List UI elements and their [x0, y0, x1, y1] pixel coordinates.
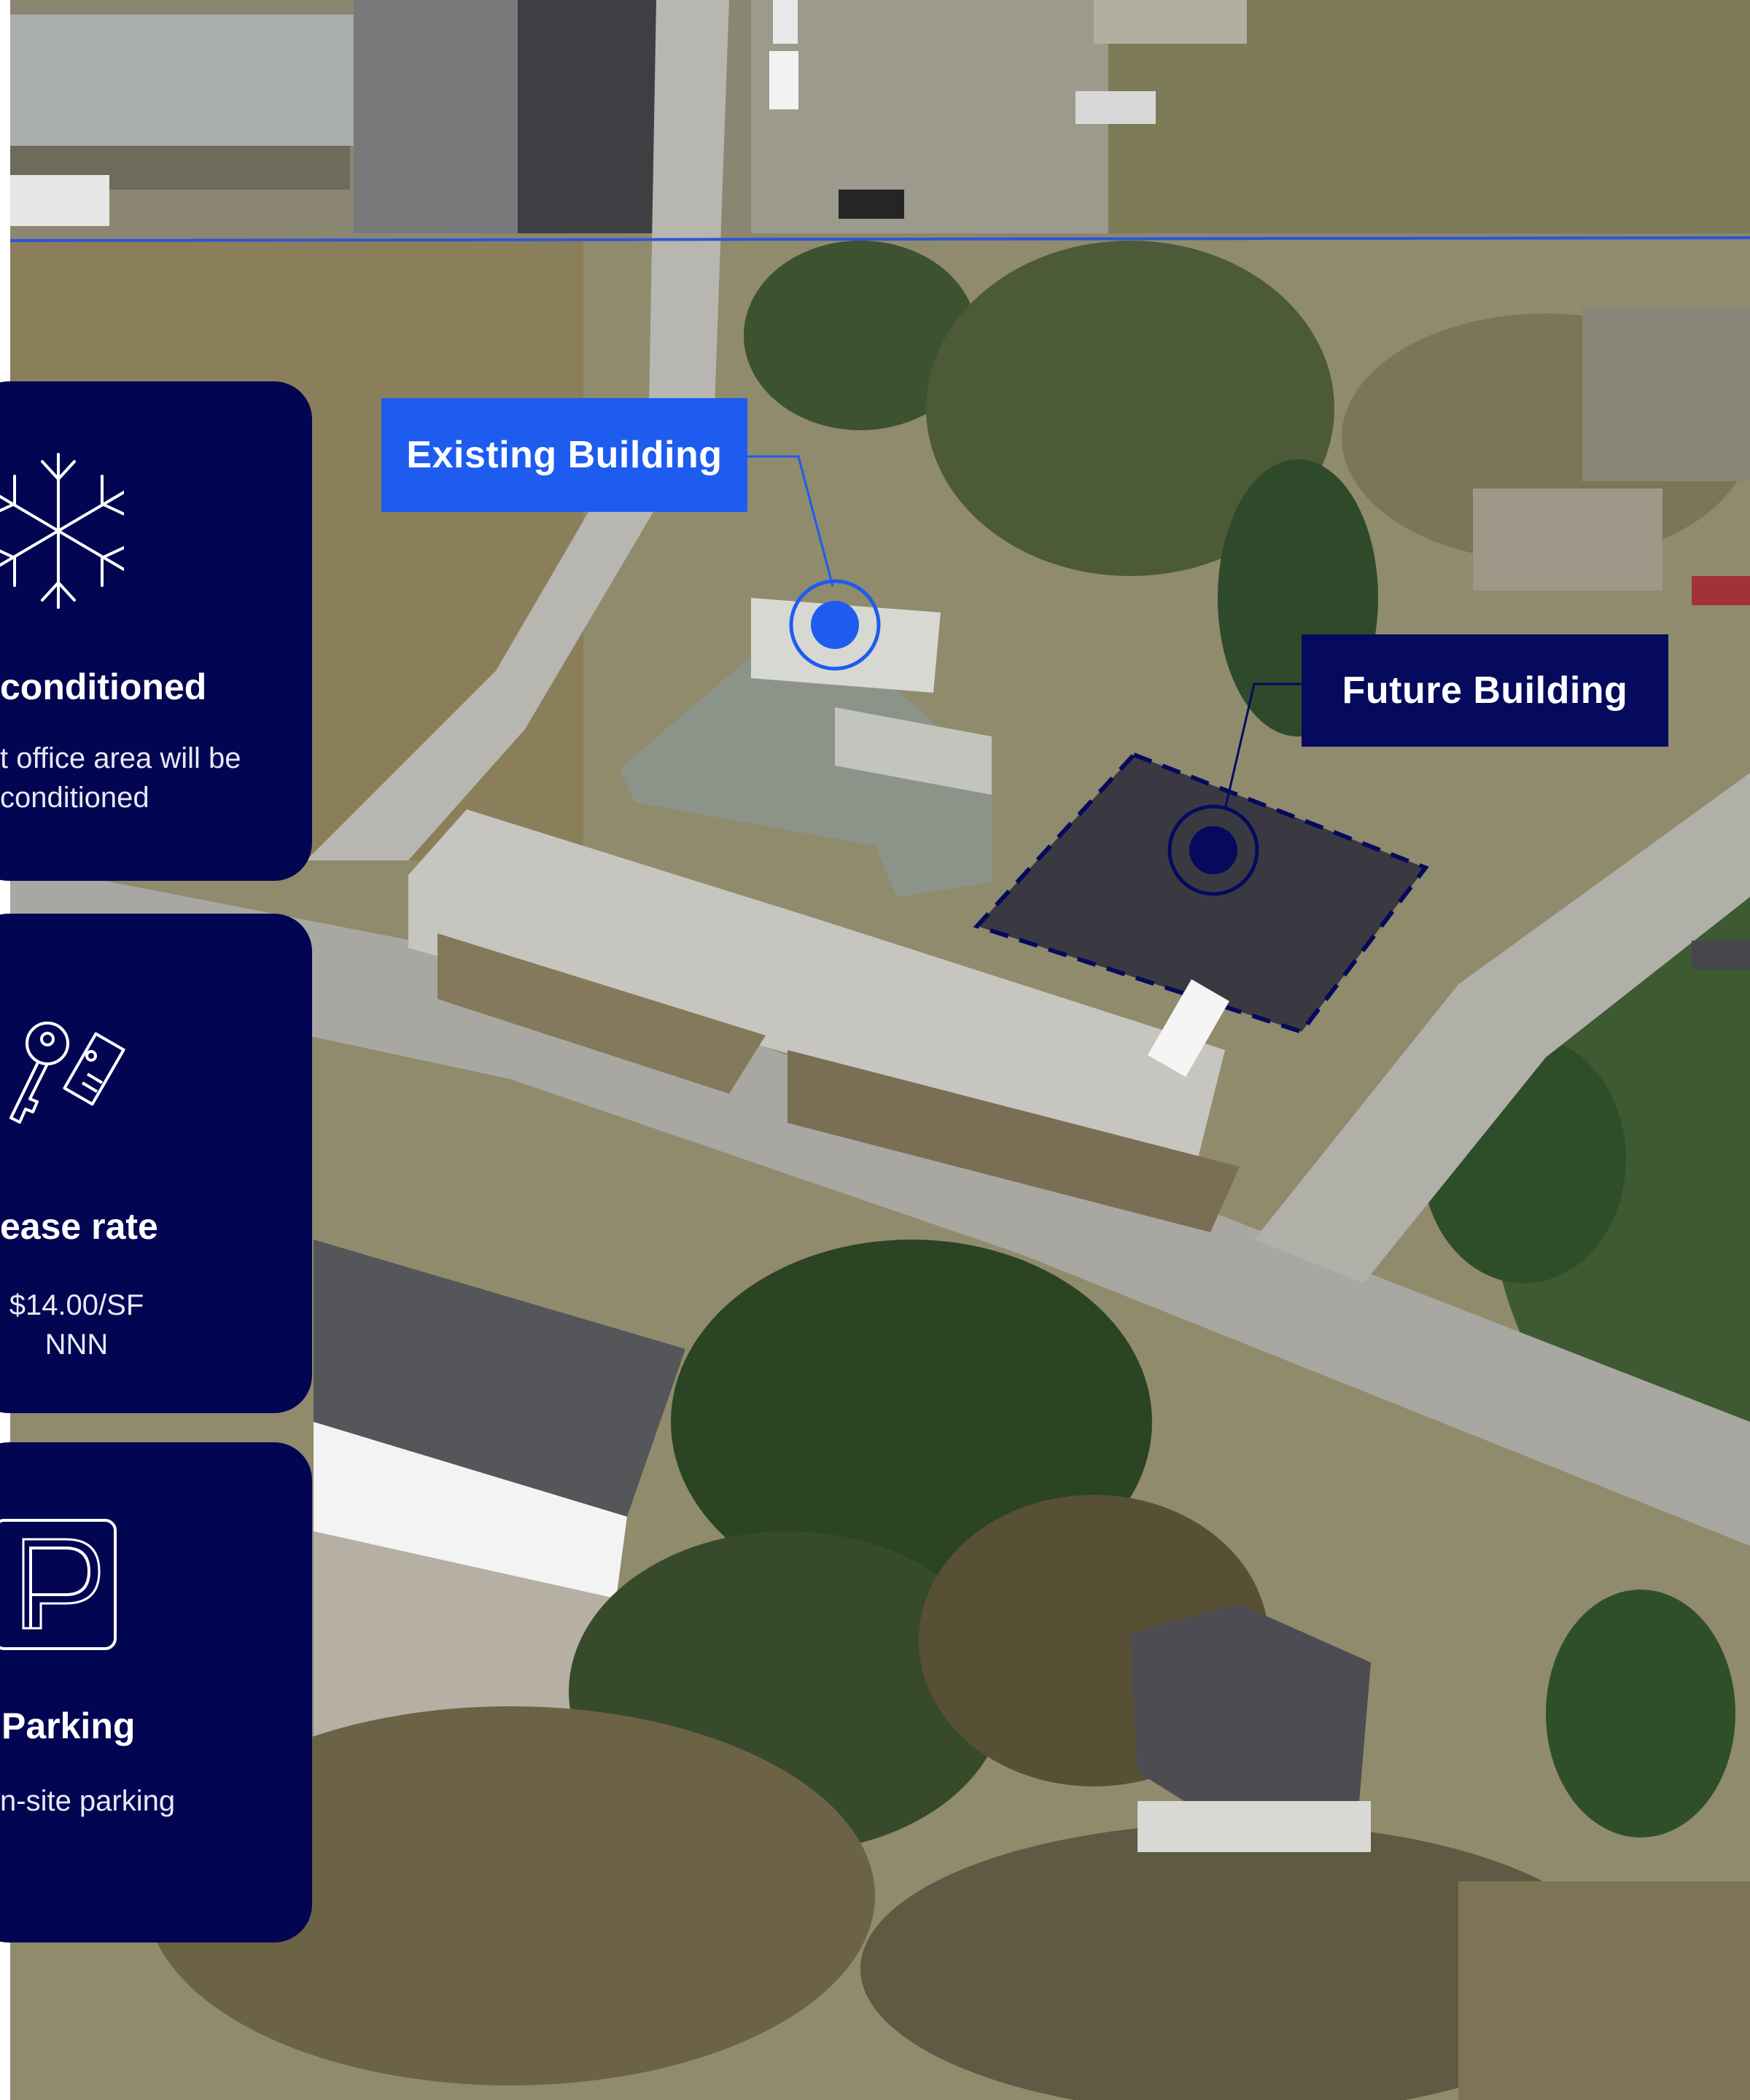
existing-building-label[interactable]: Existing Building	[381, 398, 747, 512]
feature-card-lease-rate: ease rate $14.00/SF NNN	[0, 914, 312, 1413]
card-description-line: t office area will be	[0, 742, 241, 774]
card-description-line: n-site parking	[0, 1785, 176, 1817]
card-description: $14.00/SF NNN	[0, 1286, 153, 1364]
key-icon	[0, 1016, 128, 1132]
card-description: n-site parking	[0, 1781, 219, 1821]
feature-card-conditioned: conditioned t office area will be condit…	[0, 381, 312, 881]
future-building-label[interactable]: Future Building	[1302, 634, 1668, 747]
card-title: Parking	[1, 1706, 136, 1746]
card-description-line: $14.00/SF	[9, 1289, 144, 1321]
card-description: t office area will be conditioned	[0, 739, 241, 817]
card-title: conditioned	[0, 666, 207, 707]
feature-card-parking: Parking n-site parking	[0, 1442, 312, 1942]
parking-icon	[0, 1519, 117, 1650]
existing-building-marker[interactable]	[789, 579, 881, 671]
card-description-line: NNN	[44, 1329, 109, 1361]
card-title: ease rate	[0, 1206, 158, 1247]
snowflake-icon	[0, 447, 125, 615]
future-building-marker[interactable]	[1167, 804, 1259, 896]
card-description-line: conditioned	[0, 782, 149, 814]
